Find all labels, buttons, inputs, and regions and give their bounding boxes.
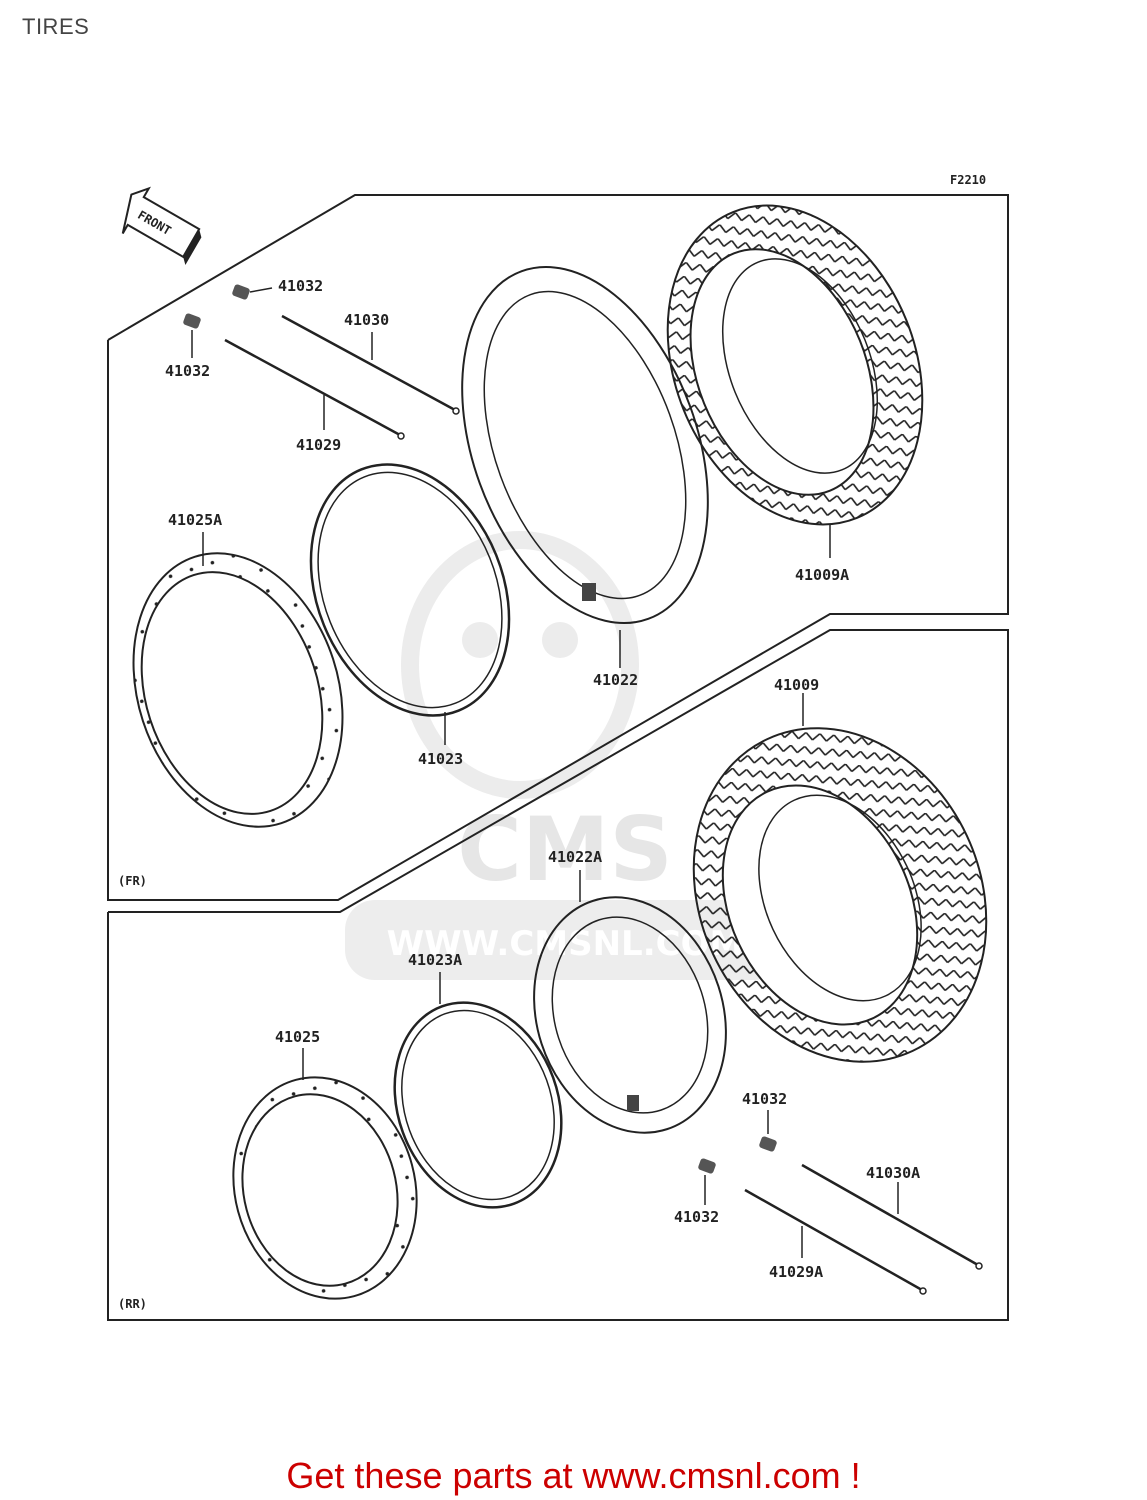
rear-valve-lower-label: 41032 [674, 1208, 719, 1226]
rear-spoke-lower-label: 41029A [769, 1263, 823, 1281]
rear-tire-label: 41009 [774, 676, 819, 694]
front-rim-band [309, 463, 511, 717]
front-valve-lower-label: 41032 [165, 362, 210, 380]
rear-valve-nut-upper [759, 1136, 777, 1152]
front-direction-badge: FRONT [121, 186, 202, 266]
front-rim [132, 552, 344, 828]
rear-tube [533, 896, 727, 1134]
rear-tube-valve [627, 1095, 639, 1111]
front-tube [461, 265, 709, 625]
rear-spoke-upper-label: 41030A [866, 1164, 920, 1182]
watermark-logo: CMS [457, 798, 673, 901]
front-valve-nut-lower [183, 313, 201, 329]
rear-valve-upper-label: 41032 [742, 1090, 787, 1108]
front-spoke-lower-label: 41029 [296, 436, 341, 454]
front-valve-nut-upper [232, 284, 250, 300]
watermark-mascot [401, 531, 639, 799]
front-spoke-upper-label: 41030 [344, 311, 389, 329]
front-tire [666, 204, 924, 526]
rear-section-label: (RR) [118, 1297, 147, 1311]
exploded-parts-diagram: CMS WWW.CMSNL.COM F2210 FRONT (FR) (RR) … [107, 173, 1009, 1321]
front-section-label: (FR) [118, 874, 147, 888]
front-tire-label: 41009A [795, 566, 849, 584]
rear-tire [692, 727, 988, 1063]
front-spoke-upper [281, 314, 456, 412]
rear-panel-border [107, 629, 1009, 1321]
rear-valve-nut-lower [698, 1158, 716, 1174]
rear-rim-band-label: 41023A [408, 951, 462, 969]
page-title: TIRES [22, 14, 90, 39]
figure-code: F2210 [950, 173, 986, 187]
rear-spoke-upper [801, 1163, 979, 1267]
footer-link[interactable]: Get these parts at www.cmsnl.com ! [286, 1455, 861, 1496]
rear-spoke-lower [744, 1188, 923, 1292]
front-panel-border [107, 194, 1009, 901]
arrow-left-icon [121, 186, 201, 259]
rear-rim-band [393, 1001, 563, 1209]
rear-tube-label: 41022A [548, 848, 602, 866]
front-valve-upper-label: 41032 [278, 277, 323, 295]
front-spoke-lower [224, 338, 401, 437]
rear-rim [232, 1076, 418, 1300]
rear-rim-label: 41025 [275, 1028, 320, 1046]
front-rim-label: 41025A [168, 511, 222, 529]
front-rim-band-label: 41023 [418, 750, 463, 768]
front-tube-valve [582, 583, 596, 601]
front-tube-label: 41022 [593, 671, 638, 689]
